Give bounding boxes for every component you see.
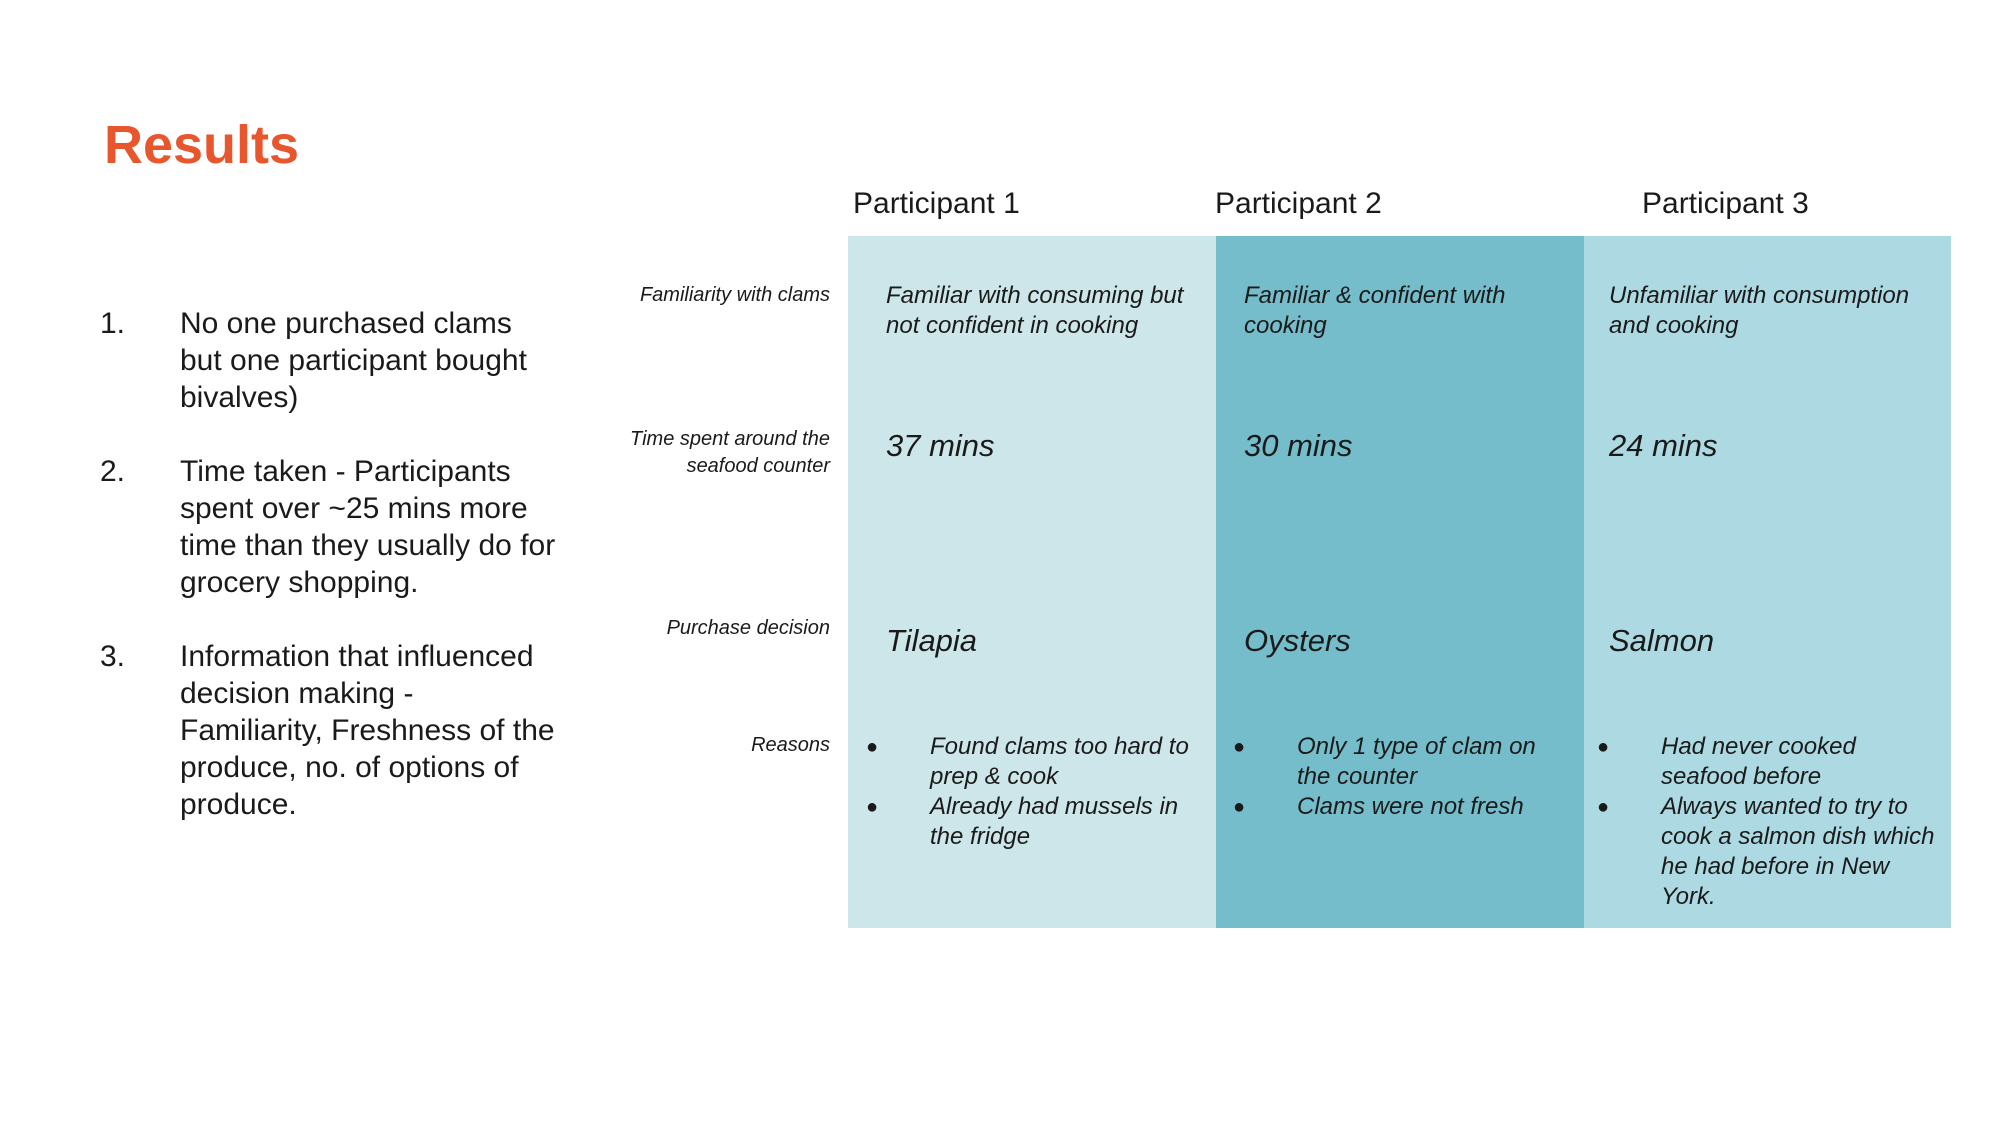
participant-2-reasons: ● Only 1 type of clam on the counter ● Cla… bbox=[1233, 732, 1573, 822]
bullet-icon: ● bbox=[1597, 736, 1610, 758]
reason-item: ● Clams were not fresh bbox=[1233, 792, 1573, 822]
bullet-icon: ● bbox=[1233, 796, 1246, 818]
participant-2-time: 30 mins bbox=[1244, 428, 1353, 463]
finding-text: Information that influenced decision mak… bbox=[180, 640, 555, 821]
bullet-icon: ● bbox=[866, 736, 879, 758]
reason-item: ● Had never cooked seafood before bbox=[1597, 732, 1937, 792]
reason-item: ● Found clams too hard to prep & cook bbox=[866, 732, 1196, 792]
participant-1-reasons: ● Found clams too hard to prep & cook ● Al… bbox=[866, 732, 1196, 852]
participant-3-purchase: Salmon bbox=[1609, 623, 1715, 658]
participant-2-purchase: Oysters bbox=[1244, 623, 1351, 658]
row-label-familiarity: Familiarity with clams bbox=[639, 284, 830, 306]
participant-3-familiarity: Unfamiliar with consumption and cooking bbox=[1609, 282, 1910, 339]
finding-text: No one purchased clams but one participa… bbox=[180, 307, 527, 414]
finding-item: 3. Information that influenced decision … bbox=[100, 638, 560, 823]
reason-text: Clams were not fresh bbox=[1297, 793, 1524, 820]
reason-item: ● Always wanted to try to cook a salmon d… bbox=[1597, 792, 1937, 912]
participant-1-header: Participant 1 bbox=[853, 187, 1020, 220]
reason-item: ● Only 1 type of clam on the counter bbox=[1233, 732, 1573, 792]
finding-text: Time taken - Participants spent over ~25… bbox=[180, 455, 556, 599]
participant-2-header: Participant 2 bbox=[1215, 187, 1382, 220]
reason-text: Had never cooked seafood before bbox=[1661, 733, 1856, 790]
finding-number: 1. bbox=[100, 307, 126, 340]
participant-1-column bbox=[848, 236, 1216, 928]
reason-text: Only 1 type of clam on the counter bbox=[1297, 733, 1536, 790]
finding-number: 2. bbox=[100, 455, 126, 488]
participant-3-header: Participant 3 bbox=[1642, 187, 1809, 220]
participant-3-time: 24 mins bbox=[1609, 428, 1718, 463]
participant-3-column bbox=[1584, 236, 1951, 928]
bullet-icon: ● bbox=[866, 796, 879, 818]
reason-item: ● Already had mussels in the fridge bbox=[866, 792, 1196, 852]
reason-text: Always wanted to try to cook a salmon di… bbox=[1661, 793, 1935, 910]
finding-number: 3. bbox=[100, 640, 126, 673]
page-title: Results bbox=[104, 115, 300, 175]
participant-1-time: 37 mins bbox=[886, 428, 995, 463]
finding-item: 1. No one purchased clams but one partic… bbox=[100, 305, 560, 416]
participant-2-column bbox=[1216, 236, 1584, 928]
participant-1-familiarity: Familiar with consuming but not confiden… bbox=[886, 282, 1184, 339]
reason-text: Found clams too hard to prep & cook bbox=[930, 733, 1189, 790]
bullet-icon: ● bbox=[1597, 796, 1610, 818]
participant-3-reasons: ● Had never cooked seafood before ● Always… bbox=[1597, 732, 1937, 912]
row-label-purchase: Purchase decision bbox=[666, 617, 830, 639]
participant-1-purchase: Tilapia bbox=[886, 623, 978, 658]
participant-2-familiarity: Familiar & confident with cooking bbox=[1244, 282, 1506, 339]
row-label-reasons: Reasons bbox=[751, 734, 830, 756]
finding-item: 2. Time taken - Participants spent over … bbox=[100, 453, 560, 601]
reason-text: Already had mussels in the fridge bbox=[930, 793, 1179, 850]
bullet-icon: ● bbox=[1233, 736, 1246, 758]
findings-list: 1. No one purchased clams but one partic… bbox=[100, 305, 560, 860]
row-label-time: Time spent around the seafood counter bbox=[630, 428, 830, 477]
